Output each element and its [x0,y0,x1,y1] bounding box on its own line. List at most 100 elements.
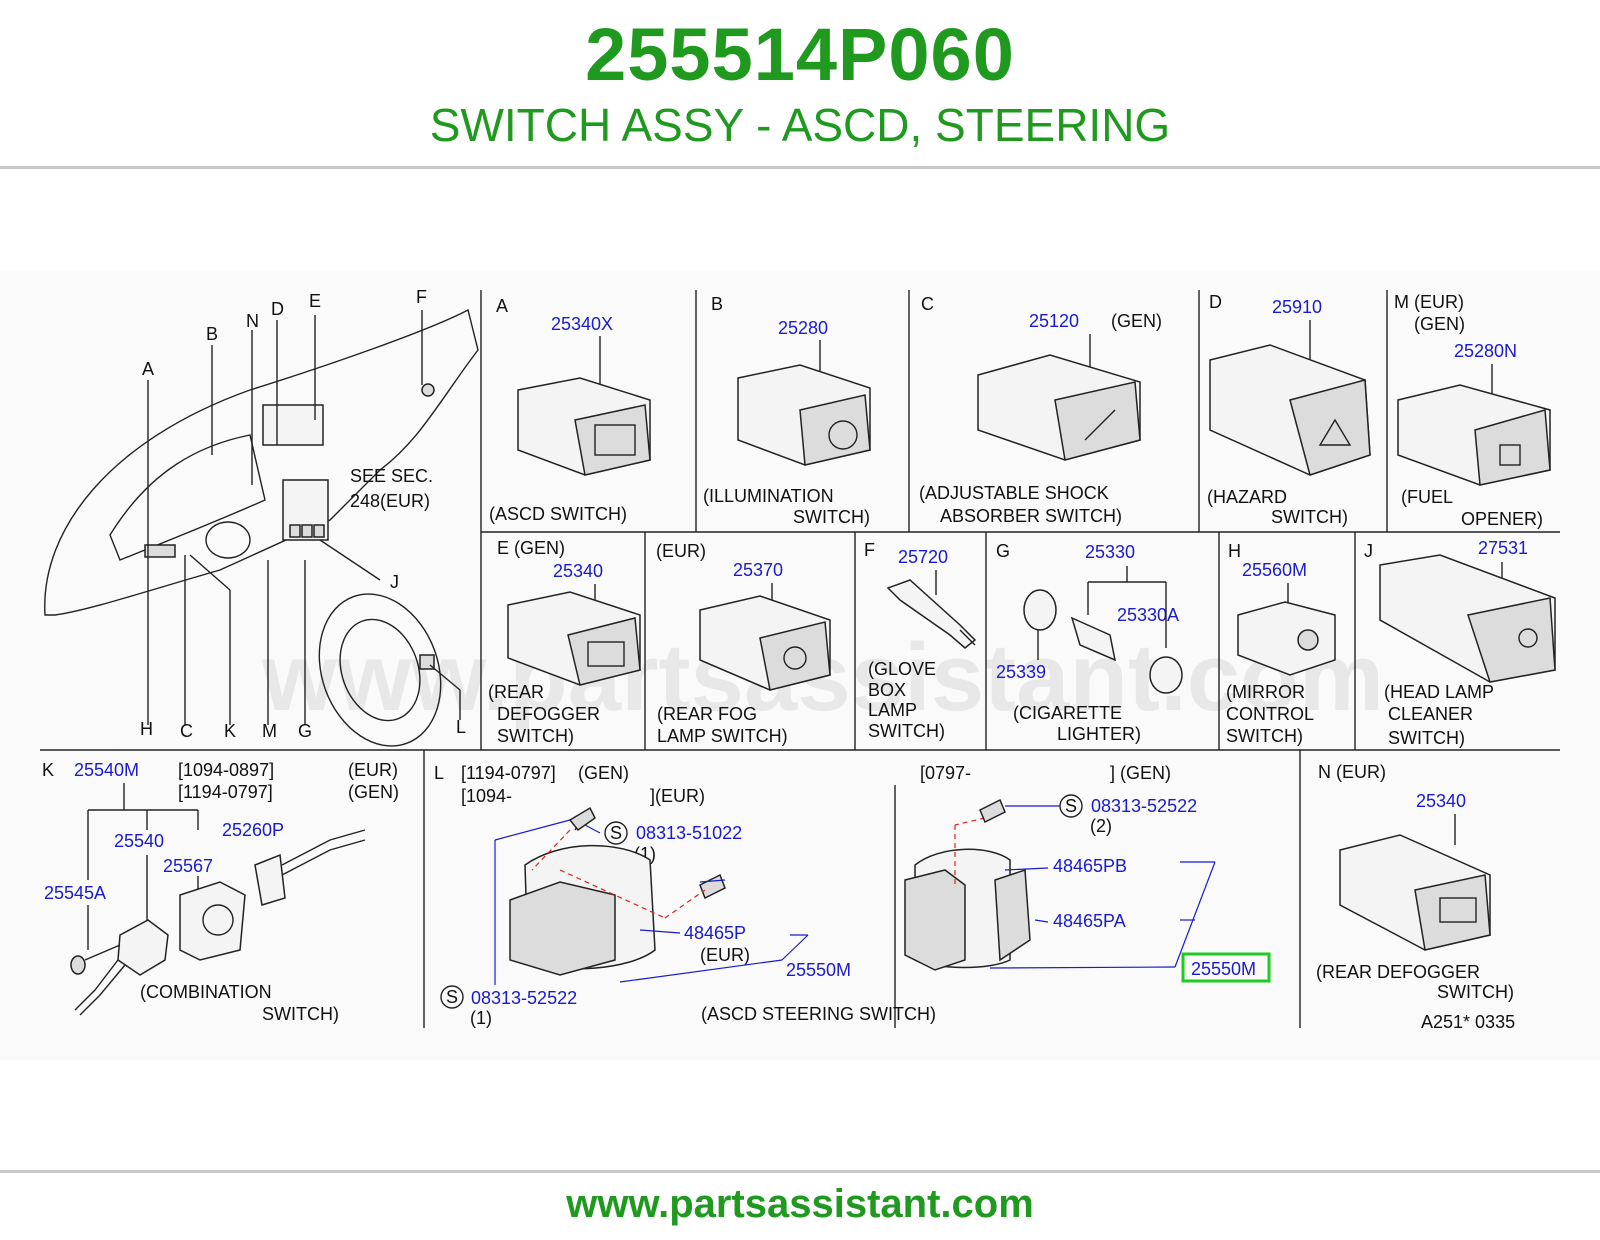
panel-m-label2: OPENER) [1461,509,1543,529]
panel-j-part: 27531 [1478,538,1528,558]
panel-n-switch-icon [1339,814,1491,951]
panel-b-switch-icon [737,340,871,466]
panel-k-p1: 25540 [114,831,164,851]
footer-divider [0,1170,1600,1173]
panel-e-letter: E (GEN) [497,538,565,558]
panel-n-part: 25340 [1416,791,1466,811]
panel-eur-label1: (REAR FOG [657,704,757,724]
panel-c-variant: (GEN) [1111,311,1162,331]
panel-l-switch-eur-icon [494,806,809,985]
panel-f-label4: SWITCH) [868,721,945,741]
diagram-canvas: www.partsassistant.com [40,287,1560,1032]
panel-k-p2: 25260P [222,820,284,840]
panel-h-label3: SWITCH) [1226,726,1303,746]
panel-a-switch-icon [517,336,651,476]
panel-m-part: 25280N [1454,341,1517,361]
panel-e-part: 25340 [553,561,603,581]
panel-h-letter: H [1228,541,1241,561]
overview-letter-k: K [224,721,236,741]
panel-l-s1: S [610,823,622,843]
panel-j-letter: J [1364,541,1373,561]
panel-l-highlight-box [1181,952,1271,983]
panel-n-label1: (REAR DEFOGGER [1316,962,1480,982]
panel-g-part2: 25330A [1117,605,1179,625]
panel-h-label1: (MIRROR [1226,682,1305,702]
panel-l-region3: ] (GEN) [1110,763,1171,783]
panel-b-label1: (ILLUMINATION [703,486,834,506]
overview-letter-j: J [390,572,399,592]
panel-l-bolt1: 08313-51022 [636,823,742,843]
panel-l-p1-region: (EUR) [700,945,750,965]
panel-j-label1: (HEAD LAMP [1384,682,1494,702]
panel-j-label2: CLEANER [1388,704,1473,724]
panel-m-switch-icon [1397,364,1551,486]
panel-e-switch-icon [507,584,641,686]
panel-l-p4: 48465PA [1053,911,1126,931]
panel-c-part: 25120 [1029,311,1079,331]
panel-k-label2: SWITCH) [262,1004,339,1024]
panel-l-date3: [0797- [920,763,971,783]
panel-k-date2: [1194-0797] [178,782,273,802]
panel-l-bolt2: 08313-52522 [471,988,577,1008]
panel-k-p4: 25545A [44,883,106,903]
panel-c-letter: C [921,294,934,314]
panel-e-label2: DEFOGGER [497,704,600,724]
panel-c-label1: (ADJUSTABLE SHOCK [919,483,1109,503]
panel-b-letter: B [711,294,723,314]
overview-letter-a: A [142,359,154,379]
panel-e-label1: (REAR [488,682,544,702]
panel-m-letter: M (EUR) [1394,292,1464,312]
overview-note-line2: 248(EUR) [350,491,430,511]
overview-letter-g: G [298,721,312,741]
part-number: 255514P060 [585,13,1015,96]
panel-d-letter: D [1209,292,1222,312]
panel-l-bolt3: 08313-52522 [1091,796,1197,816]
dashboard-overview [44,308,479,747]
panel-k-combination-switch-icon [70,783,366,1016]
overview-letter-f: F [416,287,427,307]
footer-url[interactable]: www.partsassistant.com [566,1182,1034,1226]
panel-a-letter: A [496,296,508,316]
panel-n-label2: SWITCH) [1437,982,1514,1002]
panel-eur-switch-icon [699,583,831,691]
panel-k-part-main: 25540M [74,760,139,780]
header-divider [0,166,1600,169]
overview-letter-d: D [271,299,284,319]
panel-c-switch-icon [977,334,1141,461]
overview-note-line1: SEE SEC. [350,466,433,486]
panel-eur-label2: LAMP SWITCH) [657,726,788,746]
overview-letter-n: N [246,311,259,331]
overview-letter-c: C [180,721,193,741]
panel-g-letter: G [996,541,1010,561]
panel-g-label1: (CIGARETTE [1013,703,1122,723]
panel-eur-letter: (EUR) [656,541,706,561]
panel-g-lighter-icon [1023,566,1183,694]
panel-l-s2: S [446,987,458,1007]
panel-l-s3: S [1065,796,1077,816]
panel-c-label2: ABSORBER SWITCH) [940,506,1122,526]
header: 255514P060 SWITCH ASSY - ASCD, STEERING [0,0,1600,170]
panel-grid [40,290,1560,1028]
panel-b-label2: SWITCH) [793,507,870,527]
panel-l-p3: 48465PB [1053,856,1127,876]
panel-l-p5[interactable]: 25550M [1191,959,1256,979]
panel-l-region1: (GEN) [578,763,629,783]
panel-d-label2: SWITCH) [1271,507,1348,527]
panel-n-code: A251* 0335 [1421,1012,1515,1032]
panel-l-qty3: (2) [1090,816,1112,836]
panel-n-letter: N (EUR) [1318,762,1386,782]
panel-l-label: (ASCD STEERING SWITCH) [701,1004,936,1024]
panel-k-p3: 25567 [163,856,213,876]
panel-h-switch-icon [1237,583,1336,676]
panel-h-part: 25560M [1242,560,1307,580]
panel-g-part: 25330 [1085,542,1135,562]
panel-f-switch-icon [886,570,977,649]
panel-f-label1: (GLOVE [868,659,936,679]
panel-f-label3: LAMP [868,700,917,720]
panel-k-region1: (EUR) [348,760,398,780]
panel-l-date1: [1194-0797] [461,763,556,783]
panel-d-part: 25910 [1272,297,1322,317]
panel-b-part: 25280 [778,318,828,338]
panel-l-letter: L [434,763,444,783]
panel-l-region2: ](EUR) [650,786,705,806]
